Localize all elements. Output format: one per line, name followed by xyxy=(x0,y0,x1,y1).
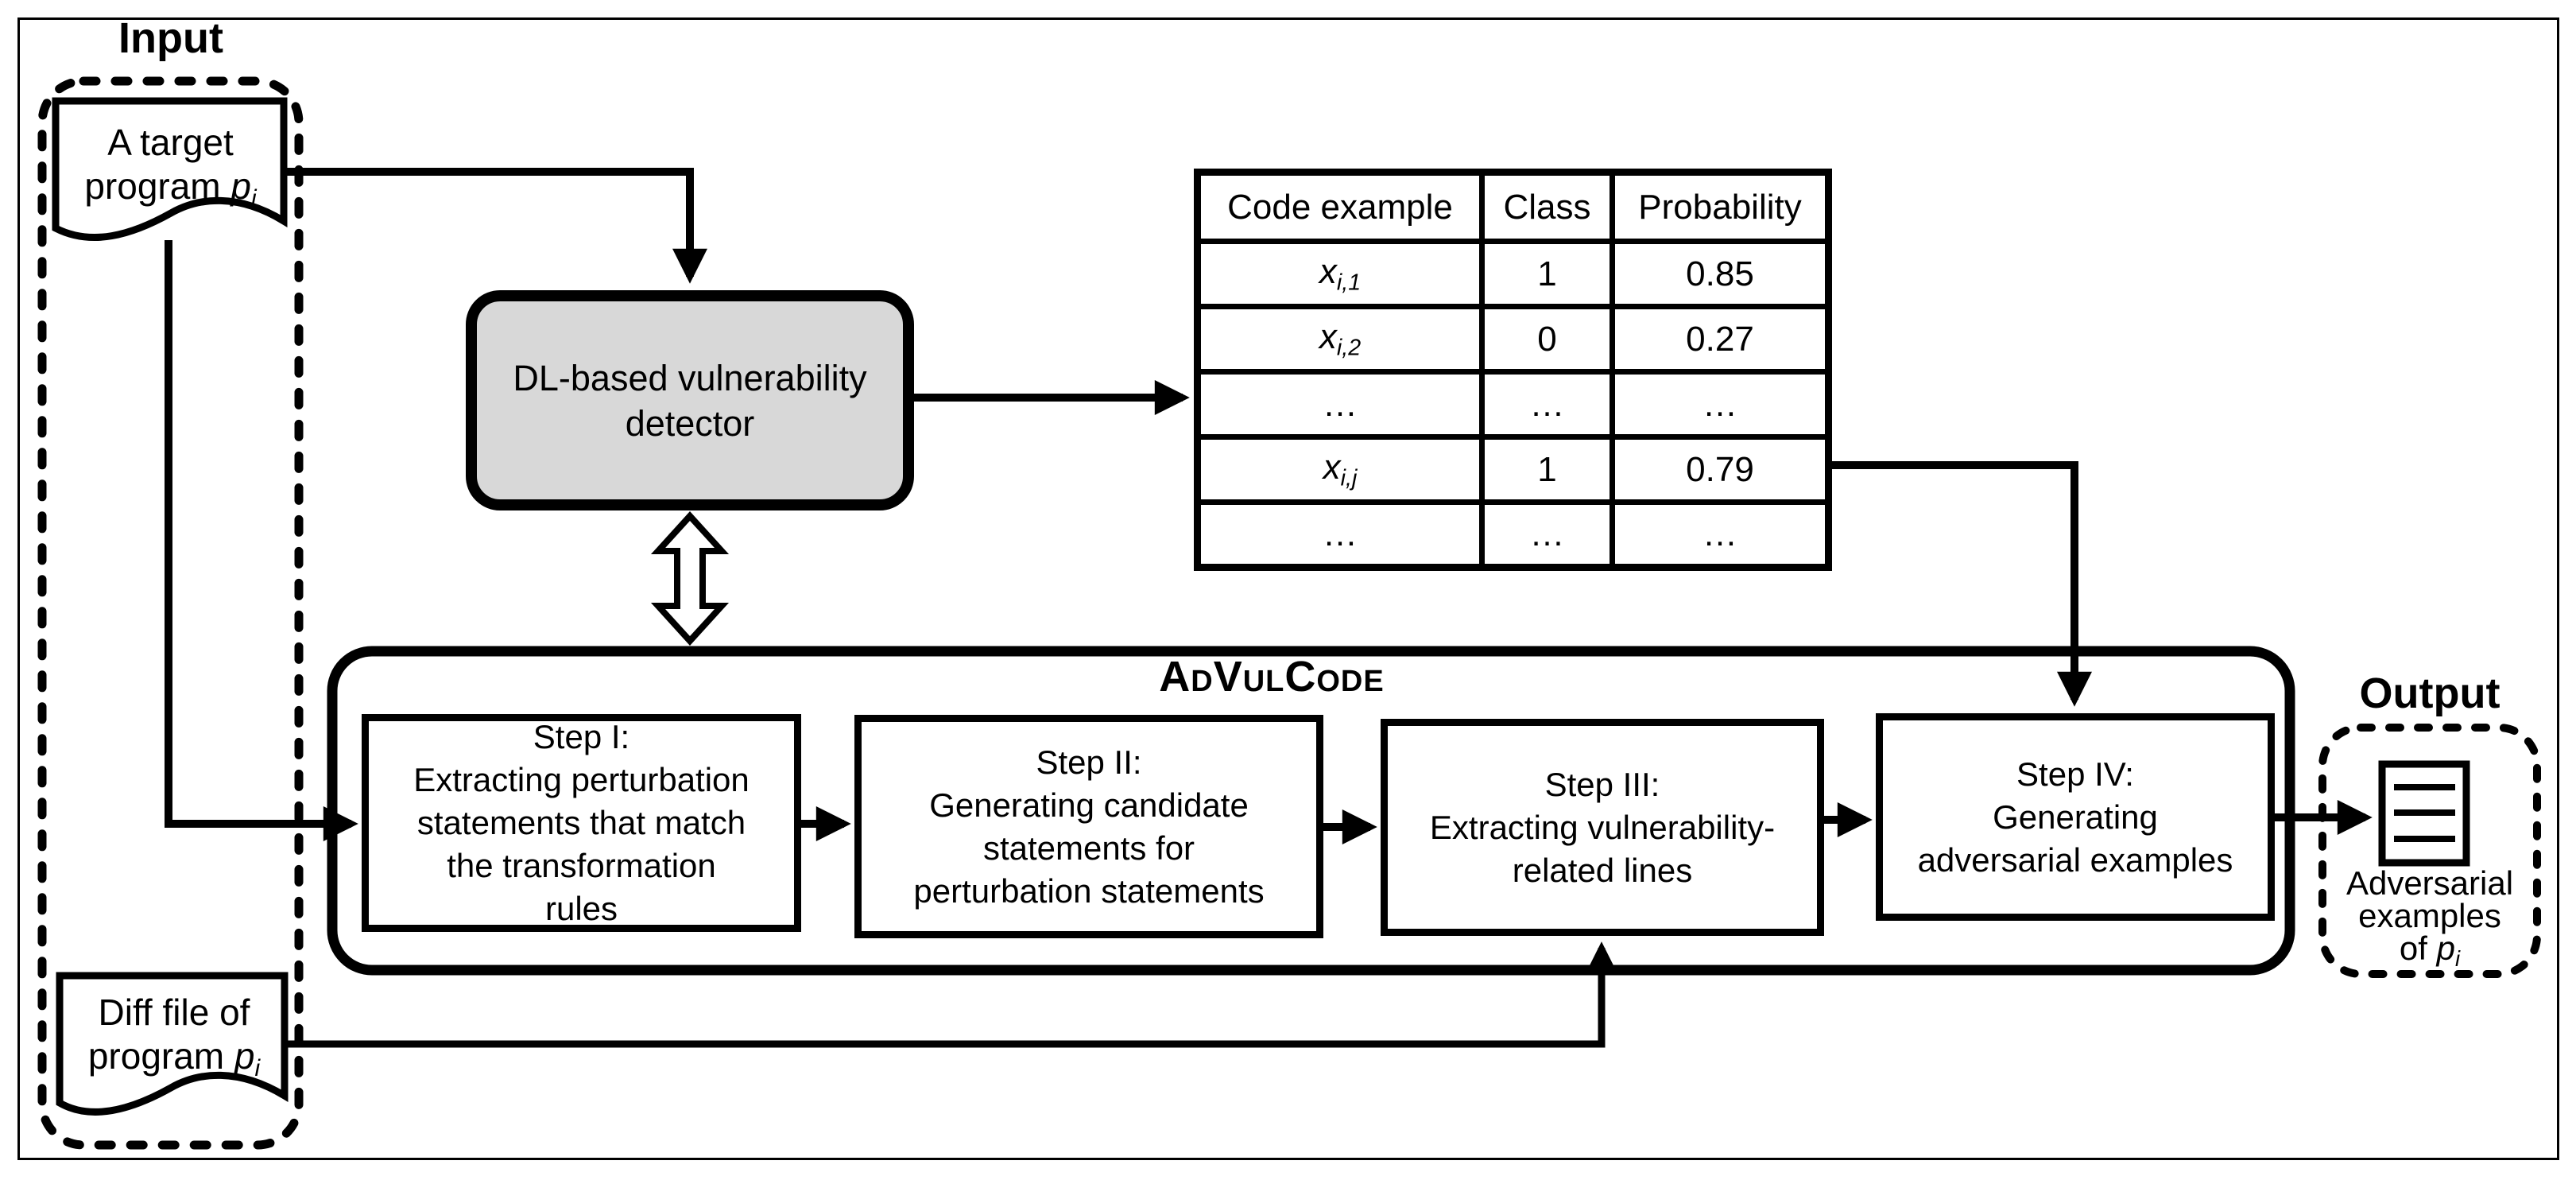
connector-diff-to-step3 xyxy=(285,941,1617,1048)
output-dashed-container xyxy=(2318,724,2541,978)
cell-code-example: xi,2 xyxy=(1195,304,1485,375)
figure-frame xyxy=(17,17,2559,1160)
col-header-class: Class xyxy=(1479,169,1615,244)
cell-probability: … xyxy=(1610,499,1831,570)
detector-box xyxy=(466,290,914,510)
input-group-label: Input xyxy=(118,14,223,62)
cell-class: … xyxy=(1479,499,1615,570)
col-header-code-example: Code example xyxy=(1195,169,1485,244)
advulcode-title: AdVulCode xyxy=(1159,653,1385,701)
target-program-doc-icon xyxy=(52,97,288,241)
cell-class: 0 xyxy=(1479,304,1615,375)
step4-box: Step IV: Generating adversarial examples xyxy=(1876,713,2275,921)
cell-class: … xyxy=(1479,369,1615,440)
connector-target-to-step1 xyxy=(165,240,358,842)
table-row: xi,2 0 0.27 xyxy=(1195,304,1831,375)
cell-code-example: xi,1 xyxy=(1195,239,1485,309)
bidirectional-arrow-icon xyxy=(650,511,730,646)
adversarial-examples-doc-icon xyxy=(2378,760,2470,867)
detector-results-table: Code example Class Probability xi,1 1 0.… xyxy=(1194,169,1832,571)
table-header-row: Code example Class Probability xyxy=(1195,169,1831,244)
connector-target-to-detector xyxy=(284,168,708,284)
table-row: … … … xyxy=(1195,499,1831,570)
detector-label: DL-based vulnerability detector xyxy=(513,357,867,444)
step3-box: Step III: Extracting vulnerability- rela… xyxy=(1381,719,1824,936)
col-header-probability: Probability xyxy=(1610,169,1831,244)
cell-code-example: … xyxy=(1195,369,1485,440)
input-dashed-container xyxy=(37,76,304,1150)
cell-class: 1 xyxy=(1479,434,1615,505)
cell-class: 1 xyxy=(1479,239,1615,309)
connector-table-to-step4 xyxy=(1825,461,2093,707)
cell-probability: 0.79 xyxy=(1610,434,1831,505)
cell-code-example: … xyxy=(1195,499,1485,570)
cell-probability: … xyxy=(1610,369,1831,440)
diff-file-doc-icon xyxy=(56,972,289,1116)
cell-probability: 0.85 xyxy=(1610,239,1831,309)
table-row: xi,j 1 0.79 xyxy=(1195,434,1831,505)
cell-code-example: xi,j xyxy=(1195,434,1485,505)
table-row: … … … xyxy=(1195,369,1831,440)
step1-box: Step I: Extracting perturbation statemen… xyxy=(362,714,801,932)
output-group-label: Output xyxy=(2359,670,2500,717)
step2-box: Step II: Generating candidate statements… xyxy=(854,715,1323,938)
cell-probability: 0.27 xyxy=(1610,304,1831,375)
table-row: xi,1 1 0.85 xyxy=(1195,239,1831,309)
